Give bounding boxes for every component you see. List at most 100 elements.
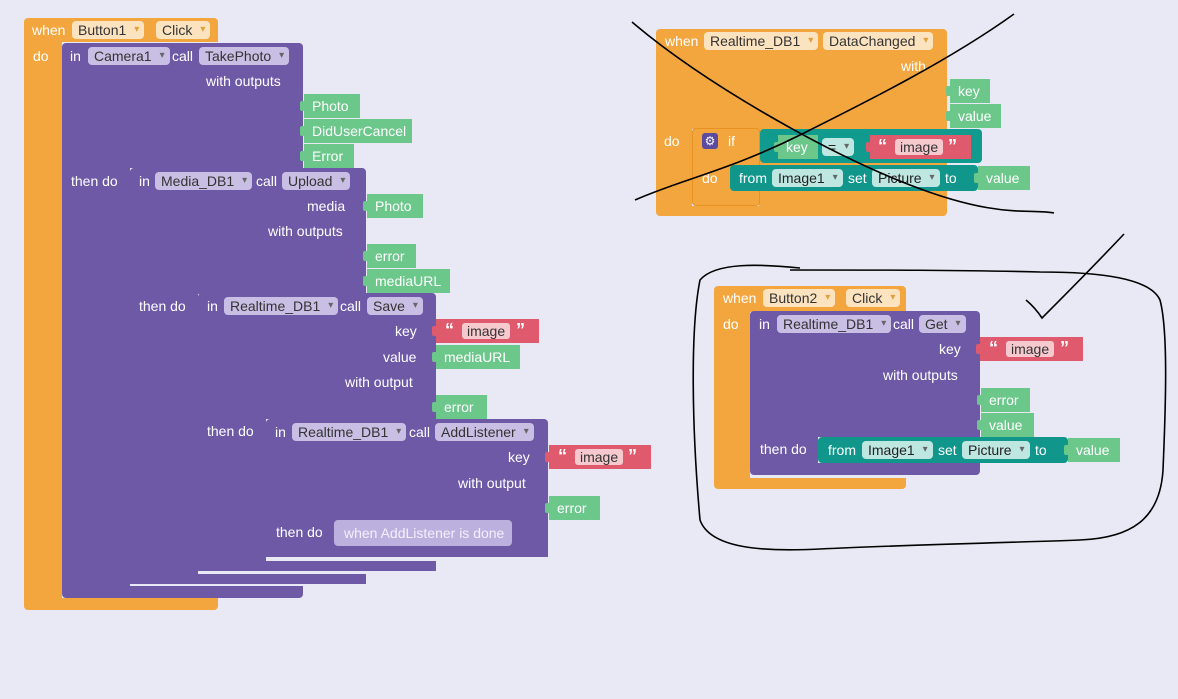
value-label: value xyxy=(383,349,417,365)
get-component-dropdown[interactable]: Realtime_DB1 xyxy=(777,315,892,333)
setter-property-dropdown[interactable]: Picture xyxy=(872,169,940,187)
in-label: in xyxy=(207,298,218,314)
string-value[interactable]: image xyxy=(462,323,511,339)
output-error[interactable]: Error xyxy=(300,144,354,168)
call-label: call xyxy=(172,48,194,64)
addlistener-component-dropdown[interactable]: Realtime_DB1 xyxy=(292,423,407,441)
media-param-label: media xyxy=(307,198,346,214)
with-output-label: with output xyxy=(458,475,526,491)
getter-value[interactable]: value xyxy=(974,166,1030,190)
with-outputs-label: with outputs xyxy=(268,223,343,239)
call-label: call xyxy=(409,424,431,440)
set-label: set xyxy=(848,170,867,186)
quote-open-icon: “ xyxy=(558,446,567,466)
key-label: key xyxy=(508,449,530,465)
output-didusercancel[interactable]: DidUserCancel xyxy=(300,119,412,143)
setter-property-dropdown[interactable]: Picture xyxy=(962,441,1030,459)
quote-open-icon: “ xyxy=(989,338,998,358)
set-label: set xyxy=(938,442,957,458)
text-string-image[interactable]: “ image ” xyxy=(866,135,971,159)
get-footer xyxy=(750,463,980,475)
event-dropdown[interactable]: Click xyxy=(846,289,901,307)
with-output-label: with output xyxy=(345,374,413,390)
media-method-dropdown[interactable]: Upload xyxy=(282,172,351,190)
with-outputs-label: with outputs xyxy=(883,367,958,383)
to-label: to xyxy=(945,170,957,186)
save-component-dropdown[interactable]: Realtime_DB1 xyxy=(224,297,339,315)
output-value[interactable]: value xyxy=(977,413,1034,437)
get-method-dropdown[interactable]: Get xyxy=(919,315,966,333)
event-footer xyxy=(24,598,218,610)
if-label: if xyxy=(728,133,735,149)
quote-close-icon: ” xyxy=(516,320,525,340)
media-component-dropdown[interactable]: Media_DB1 xyxy=(155,172,253,190)
then-do-label: then do xyxy=(276,524,323,540)
camera-left-bar xyxy=(62,168,130,588)
addlistener-method-dropdown[interactable]: AddListener xyxy=(435,423,534,441)
event-dropdown[interactable]: Click xyxy=(156,21,211,39)
with-label: with xyxy=(901,58,926,74)
text-string-image[interactable]: “ image ” xyxy=(545,445,651,469)
output-error[interactable]: error xyxy=(432,395,487,419)
do-label: do xyxy=(723,316,739,332)
in-label: in xyxy=(70,48,81,64)
text-string-image[interactable]: “ image ” xyxy=(976,337,1083,361)
camera-footer xyxy=(62,586,303,598)
output-error[interactable]: error xyxy=(545,496,600,520)
component-dropdown[interactable]: Button2 xyxy=(763,289,836,307)
to-label: to xyxy=(1035,442,1047,458)
param-photo[interactable]: Photo xyxy=(363,194,423,218)
then-do-label: then do xyxy=(207,423,254,439)
event-dropdown[interactable]: DataChanged xyxy=(823,32,934,50)
then-do-label: then do xyxy=(760,441,807,457)
when-label: when xyxy=(723,290,757,306)
getter-mediaurl[interactable]: mediaURL xyxy=(432,345,520,369)
camera-method-dropdown[interactable]: TakePhoto xyxy=(199,47,290,65)
when-label: when xyxy=(665,33,699,49)
setter-component-dropdown[interactable]: Image1 xyxy=(772,169,843,187)
call-label: call xyxy=(256,173,278,189)
then-do-label: then do xyxy=(71,173,118,189)
quote-close-icon: ” xyxy=(948,136,957,156)
output-mediaurl[interactable]: mediaURL xyxy=(363,269,450,293)
string-value[interactable]: image xyxy=(575,449,624,465)
save-method-dropdown[interactable]: Save xyxy=(367,297,423,315)
gear-icon[interactable]: ⚙ xyxy=(702,133,718,149)
operator-dropdown[interactable]: = xyxy=(822,138,855,156)
key-label: key xyxy=(395,323,417,339)
when-label: when xyxy=(32,22,66,38)
component-dropdown[interactable]: Button1 xyxy=(72,21,145,39)
key-label: key xyxy=(939,341,961,357)
quote-open-icon: “ xyxy=(445,320,454,340)
text-string-image[interactable]: “ image ” xyxy=(432,319,539,343)
from-label: from xyxy=(828,442,856,458)
setter-component-dropdown[interactable]: Image1 xyxy=(862,441,933,459)
with-outputs-label: with outputs xyxy=(206,73,281,89)
output-error[interactable]: error xyxy=(977,388,1030,412)
save-left-bar xyxy=(198,419,266,563)
getter-key[interactable]: key xyxy=(774,135,818,159)
quote-close-icon: ” xyxy=(628,446,637,466)
in-label: in xyxy=(139,173,150,189)
in-label: in xyxy=(759,316,770,332)
output-photo[interactable]: Photo xyxy=(300,94,360,118)
media-left-bar xyxy=(130,294,198,576)
then-do-label: then do xyxy=(139,298,186,314)
quote-open-icon: “ xyxy=(878,136,887,156)
in-label: in xyxy=(275,424,286,440)
output-error[interactable]: error xyxy=(363,244,416,268)
media-footer xyxy=(130,574,366,584)
getter-value[interactable]: value xyxy=(1064,438,1120,462)
save-footer xyxy=(198,561,436,571)
string-value[interactable]: image xyxy=(895,139,944,155)
quote-close-icon: ” xyxy=(1060,338,1069,358)
camera-component-dropdown[interactable]: Camera1 xyxy=(88,47,170,65)
param-key[interactable]: key xyxy=(946,79,990,103)
string-value[interactable]: image xyxy=(1006,341,1055,357)
addlistener-footer xyxy=(266,547,548,557)
check-mark-icon xyxy=(1025,233,1125,320)
param-value[interactable]: value xyxy=(946,104,1001,128)
when-addlistener-done-block[interactable]: when AddListener is done xyxy=(334,520,512,546)
component-dropdown[interactable]: Realtime_DB1 xyxy=(704,32,819,50)
event-footer xyxy=(656,206,947,216)
